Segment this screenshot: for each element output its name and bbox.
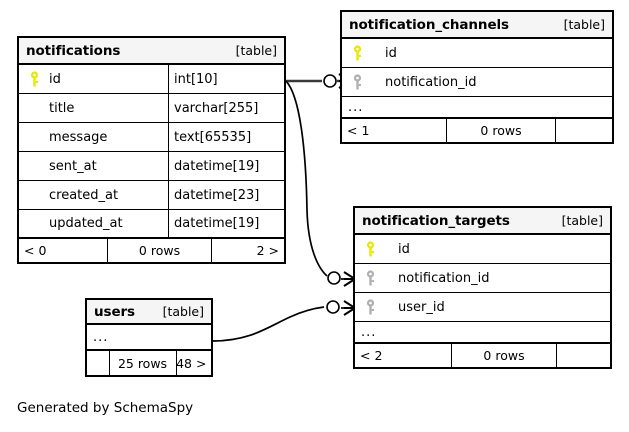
column-name: message xyxy=(49,129,108,145)
table-kind-label: [table] xyxy=(561,213,603,228)
column-name-cell: title xyxy=(19,94,168,122)
table-header-notification-targets: notification_targets [table] xyxy=(355,208,610,235)
footer-next-count[interactable]: 2 > xyxy=(256,243,279,258)
column-name: notification_id xyxy=(385,74,477,90)
table-title: notifications xyxy=(26,42,121,59)
footer-prev-count[interactable]: < 2 xyxy=(360,348,383,363)
column-name-cell: sent_at xyxy=(19,152,168,180)
column-name: id xyxy=(49,71,61,87)
key-icon-foreign xyxy=(361,269,380,287)
footer-next-count[interactable]: 48 > xyxy=(176,355,207,371)
table-footer: < 0 0 rows 2 > xyxy=(19,239,284,262)
table-kind-label: [table] xyxy=(235,43,277,58)
footer-row-count: 0 rows xyxy=(451,344,557,367)
footer-row-count: 25 rows xyxy=(108,351,177,375)
key-icon-foreign xyxy=(348,73,367,91)
key-icon-primary xyxy=(361,240,380,258)
column-name-cell: notification_id xyxy=(342,68,612,96)
footer-prev-count[interactable]: < 0 xyxy=(24,243,47,258)
key-icon-primary xyxy=(25,70,44,88)
table-row[interactable]: title varchar[255] xyxy=(19,94,284,123)
column-type: text[65535] xyxy=(168,123,284,151)
column-name: user_id xyxy=(398,299,445,315)
column-list: id int[10] title varchar[255] message te… xyxy=(19,65,284,239)
table-kind-label: [table] xyxy=(563,17,605,32)
table-node-users[interactable]: users [table] ... 25 rows 48 > xyxy=(85,298,213,377)
table-row[interactable]: id int[10] xyxy=(19,65,284,94)
footer-next-count[interactable] xyxy=(556,119,612,142)
column-name: id xyxy=(385,45,397,61)
table-footer: < 2 0 rows xyxy=(355,344,610,367)
edge-users-notification_targets xyxy=(212,300,356,342)
table-kind-label: [table] xyxy=(162,304,204,319)
column-name: created_at xyxy=(49,187,119,203)
table-row[interactable]: user_id xyxy=(355,293,610,322)
key-icon-foreign xyxy=(361,298,380,316)
table-header-users: users [table] xyxy=(87,300,211,325)
table-footer: 25 rows 48 > xyxy=(87,351,211,375)
table-row[interactable]: sent_at datetime[19] xyxy=(19,152,284,181)
table-header-notification-channels: notification_channels [table] xyxy=(342,12,612,39)
cardinality-zero-marker xyxy=(323,74,337,88)
table-row[interactable]: created_at datetime[23] xyxy=(19,181,284,210)
column-name-cell: updated_at xyxy=(19,210,168,237)
column-name: title xyxy=(49,100,75,116)
column-name: updated_at xyxy=(49,216,123,231)
footer-prev-count[interactable] xyxy=(87,351,109,375)
column-name: sent_at xyxy=(49,158,97,174)
table-row[interactable]: id xyxy=(342,39,612,68)
table-header-notifications: notifications [table] xyxy=(19,38,284,65)
column-name-cell: id xyxy=(355,235,610,263)
cardinality-zero-marker xyxy=(326,300,340,314)
table-row[interactable]: notification_id xyxy=(342,68,612,97)
column-name-cell: message xyxy=(19,123,168,151)
column-name-cell: created_at xyxy=(19,181,168,209)
more-columns-indicator: ... xyxy=(87,325,211,351)
table-title: users xyxy=(94,303,135,320)
column-name: notification_id xyxy=(398,270,490,286)
table-node-notification-targets[interactable]: notification_targets [table] id xyxy=(353,206,612,369)
column-type: varchar[255] xyxy=(168,94,284,122)
table-node-notification-channels[interactable]: notification_channels [table] id xyxy=(340,10,614,144)
table-title: notification_channels xyxy=(349,16,509,33)
table-title: notification_targets xyxy=(362,212,510,229)
more-columns-indicator: ... xyxy=(342,97,612,119)
table-node-notifications[interactable]: notifications [table] id int[10] xyxy=(17,36,286,264)
column-name-cell: notification_id xyxy=(355,264,610,292)
table-row[interactable]: updated_at datetime[19] xyxy=(19,210,284,239)
column-type: datetime[19] xyxy=(168,210,284,237)
table-row[interactable]: notification_id xyxy=(355,264,610,293)
column-list: id notification_id xyxy=(355,235,610,322)
table-footer: < 1 0 rows xyxy=(342,119,612,142)
column-list: id notification_id xyxy=(342,39,612,97)
column-name-cell: user_id xyxy=(355,293,610,321)
column-type: datetime[19] xyxy=(168,152,284,180)
generated-by-caption: Generated by SchemaSpy xyxy=(17,400,194,416)
column-name: id xyxy=(398,241,410,257)
table-row[interactable]: id xyxy=(355,235,610,264)
column-name-cell: id xyxy=(19,65,168,93)
more-columns-indicator: ... xyxy=(355,322,610,344)
table-row[interactable]: message text[65535] xyxy=(19,123,284,152)
column-type: int[10] xyxy=(168,65,284,93)
footer-next-count[interactable] xyxy=(557,344,610,367)
footer-prev-count[interactable]: < 1 xyxy=(347,123,370,138)
footer-row-count: 0 rows xyxy=(107,239,212,262)
column-type: datetime[23] xyxy=(168,181,284,209)
cardinality-zero-marker xyxy=(327,271,341,285)
key-icon-primary xyxy=(348,44,367,62)
column-name-cell: id xyxy=(342,39,612,67)
footer-row-count: 0 rows xyxy=(446,119,556,142)
